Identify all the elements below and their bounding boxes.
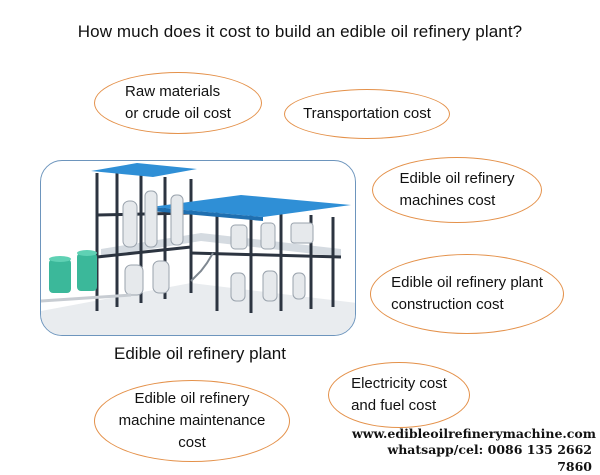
bubble-maintenance-label: Edible oil refinery machine maintenance … bbox=[118, 390, 266, 451]
bubble-construction-label: Edible oil refinery plant construction c… bbox=[391, 274, 543, 313]
bubble-machines-label: Edible oil refinery machines cost bbox=[399, 170, 515, 209]
bubble-maintenance-cost: Edible oil refinery machine maintenance … bbox=[94, 380, 290, 462]
whatsapp-contact: whatsapp/cel: 0086 135 2662 7860 bbox=[387, 442, 592, 474]
contact-footer: www.edibleoilrefinerymachine.com whatsap… bbox=[352, 426, 596, 475]
bubble-construction-cost: Edible oil refinery plant construction c… bbox=[370, 254, 564, 334]
bubble-transportation-label: Transportation cost bbox=[303, 105, 431, 123]
bubble-transportation-cost: Transportation cost bbox=[284, 89, 450, 139]
bubble-machines-cost: Edible oil refinery machines cost bbox=[372, 157, 542, 223]
plant-caption: Edible oil refinery plant bbox=[114, 344, 286, 363]
bubble-electricity-label: Electricity cost and fuel cost bbox=[351, 375, 447, 414]
bubble-raw-materials-cost: Raw materials or crude oil cost bbox=[94, 72, 262, 134]
bubble-electricity-fuel-cost: Electricity cost and fuel cost bbox=[328, 362, 470, 428]
plant-image-frame bbox=[40, 160, 356, 336]
page-title: How much does it cost to build an edible… bbox=[77, 22, 523, 41]
website-link[interactable]: www.edibleoilrefinerymachine.com bbox=[352, 426, 596, 441]
bubble-raw-materials-label: Raw materials or crude oil cost bbox=[125, 83, 231, 122]
refinery-plant-illustration bbox=[41, 163, 355, 335]
